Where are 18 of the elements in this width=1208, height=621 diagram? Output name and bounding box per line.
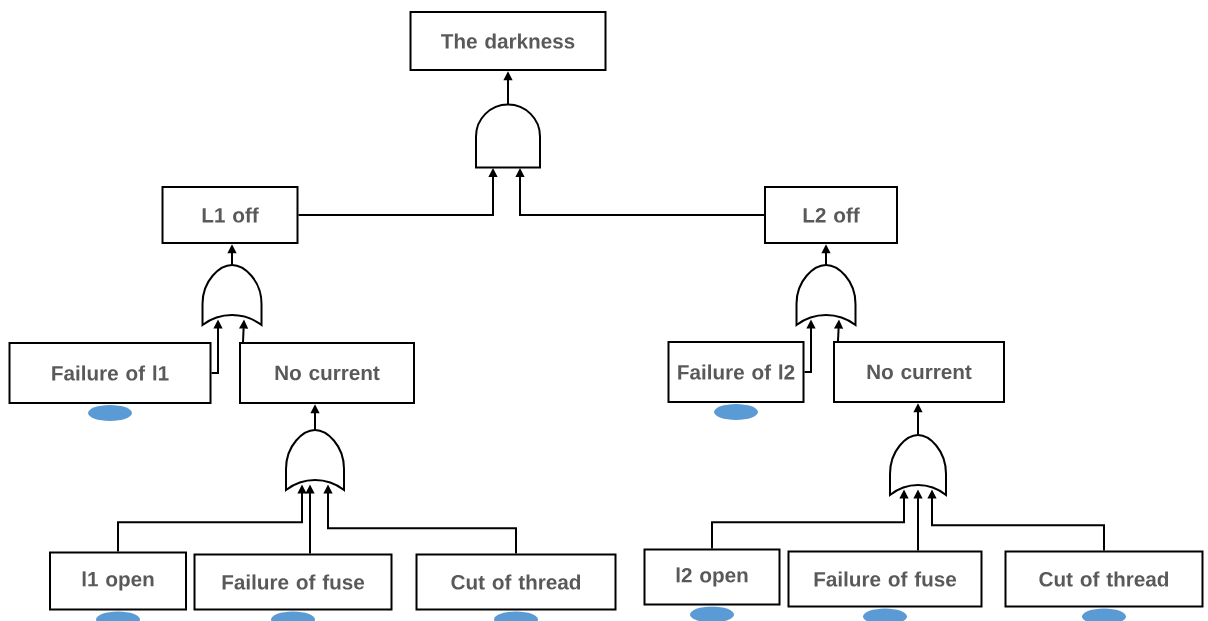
- event-box: Failure of l2: [667, 341, 805, 403]
- event-box: L2 off: [764, 186, 898, 244]
- event-box: No current: [239, 342, 415, 404]
- event-box: Failure of l1: [8, 342, 212, 404]
- event-box: Cut of thread: [1004, 550, 1204, 608]
- and-gate: [475, 103, 541, 169]
- event-box: Failure of fuse: [787, 550, 983, 608]
- event-box: Cut of thread: [415, 553, 617, 611]
- event-box: No current: [833, 341, 1005, 403]
- event-box: Failure of fuse: [193, 553, 393, 611]
- event-box: The darkness: [409, 11, 607, 71]
- event-box: l1 open: [49, 551, 187, 611]
- or-gate: [795, 264, 857, 326]
- event-box: l2 open: [643, 548, 781, 606]
- or-gate: [285, 429, 345, 491]
- event-box: L1 off: [161, 186, 299, 244]
- or-gate: [889, 434, 947, 496]
- or-gate: [201, 264, 263, 326]
